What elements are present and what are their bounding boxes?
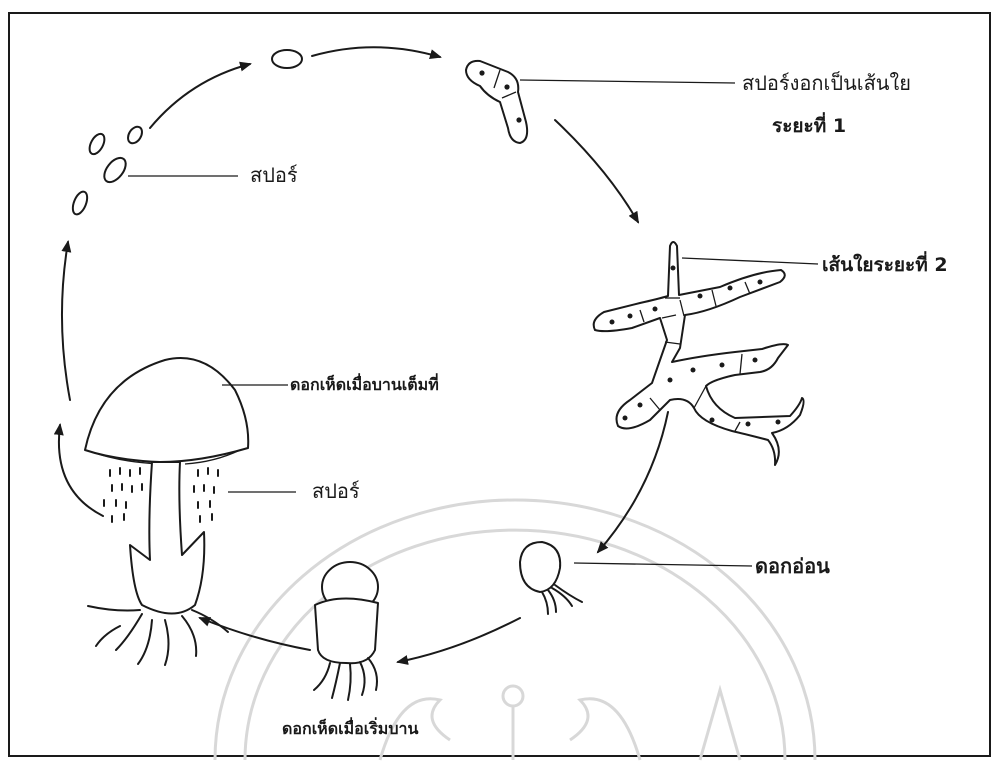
label-opening-mushroom: ดอกเห็ดเมื่อเริ่มบาน [282, 721, 418, 737]
germinating-spore [466, 61, 527, 143]
label-spore-top: สปอร์ [250, 165, 298, 185]
opening-mushroom [314, 562, 378, 700]
arrow-germ-to-hypha [555, 120, 638, 222]
young-mushroom [520, 542, 582, 614]
label-hypha-stage-1: ระยะที่ 1 [772, 117, 846, 136]
hypha-network [594, 242, 804, 465]
label-spore-germination: สปอร์งอกเป็นเส้นใย [742, 73, 911, 93]
floating-spore [272, 50, 302, 68]
label-young-mushroom: ดอกอ่อน [755, 556, 830, 576]
mature-mushroom [85, 358, 248, 665]
arrow-spore-to-floating [150, 64, 250, 128]
label-spore-bottom: สปอร์ [312, 481, 360, 501]
leader-lines [128, 80, 818, 566]
arrow-mature-to-spore [62, 242, 70, 400]
arrow-young-to-opening [398, 618, 520, 662]
label-hypha-stage-2: เส้นใยระยะที่ 2 [822, 256, 948, 275]
arrow-floating-to-germ [312, 47, 440, 57]
label-mature-mushroom: ดอกเห็ดเมื่อบานเต็มที่ [290, 377, 439, 393]
spore-cluster [70, 124, 145, 216]
